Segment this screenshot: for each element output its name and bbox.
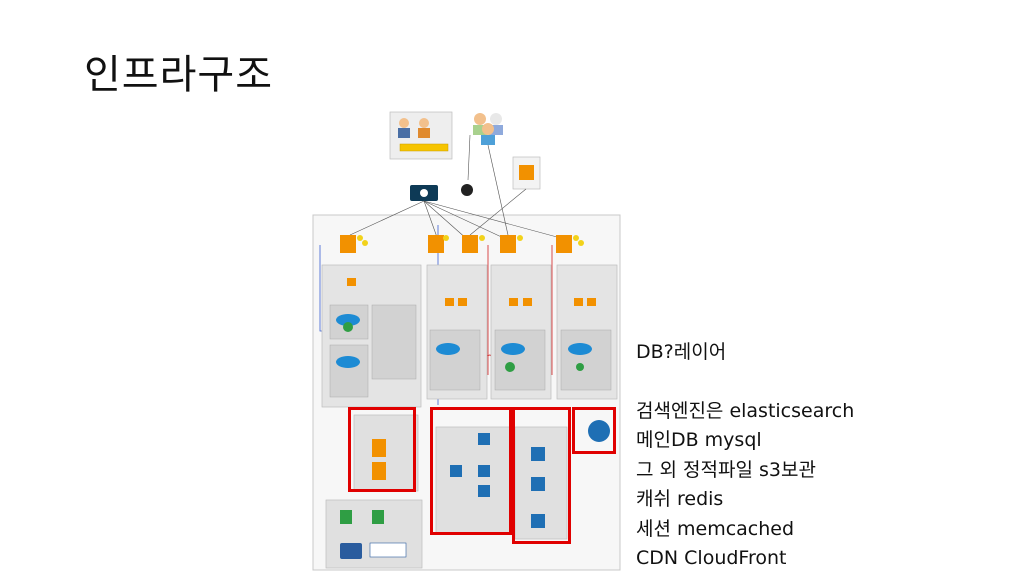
note-line-session: 세션 memcached (636, 517, 795, 540)
note-line-main-db: 메인DB mysql (636, 429, 762, 451)
infrastructure-diagram (310, 105, 624, 573)
elasticache-highlight-box (430, 407, 512, 535)
note-line-cdn: CDN CloudFront (636, 547, 787, 569)
s3-highlight-box (572, 407, 616, 454)
rds-highlight-box (512, 407, 571, 544)
docker-icons (336, 314, 592, 368)
notes-heading: DB?레이어 (636, 341, 727, 363)
note-line-search: 검색엔진은 elasticsearch (636, 399, 855, 422)
developers-panel (389, 111, 453, 160)
slide-title: 인프라구조 (84, 52, 273, 98)
ecs-icons (340, 235, 572, 253)
github-logo (461, 184, 473, 196)
elasticsearch-highlight-box (348, 407, 416, 492)
elasticache-panel (435, 426, 511, 534)
note-line-static-files: 그 외 정적파일 s3보관 (636, 458, 816, 481)
users-group (473, 113, 503, 145)
note-line-cache: 캐쉬 redis (636, 488, 724, 510)
route53-box (512, 156, 541, 190)
notes-text: DB?레이어 검색엔진은 elasticsearch 메인DB mysql 그 … (636, 338, 854, 574)
s3-bucket-icon (588, 420, 610, 442)
